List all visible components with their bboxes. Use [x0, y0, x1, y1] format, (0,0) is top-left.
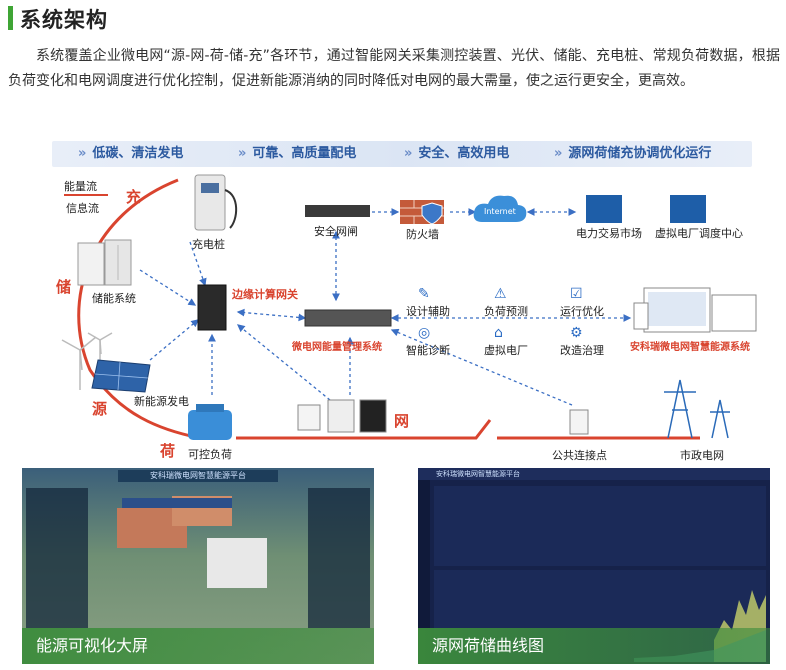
legend-energy-label: 能量流	[64, 180, 97, 193]
internet-label: Internet	[484, 207, 516, 216]
firewall-icon	[400, 200, 444, 225]
vpp-center-icon	[670, 195, 706, 223]
chevron-icon: »	[554, 146, 563, 161]
summary-panel	[434, 486, 766, 566]
platform-label: 安科瑞微电网智慧能源系统	[630, 342, 750, 353]
ring-label-source: 源	[92, 400, 108, 418]
intro-paragraph: 系统覆盖企业微电网“源-网-荷-储-充”各环节，通过智能网关采集测控装置、光伏、…	[8, 48, 780, 89]
info-line	[149, 319, 199, 361]
banner-item: »安全、高效用电	[404, 146, 510, 161]
vpp-center-label: 虚拟电厂调度中心	[655, 227, 743, 240]
load-forecast-icon: ⚠	[494, 286, 507, 302]
right-screen-caption: 源网荷储曲线图	[418, 628, 770, 664]
meters-devices	[297, 399, 387, 433]
legend-info-label: 信息流	[66, 202, 99, 215]
pcc-meter-device	[569, 409, 589, 435]
retrofit-icon: ⚙	[570, 325, 583, 341]
info-line	[236, 308, 307, 322]
edge-gateway-label: 边缘计算网关	[232, 288, 298, 301]
left-screen-caption: 能源可视化大屏	[22, 628, 374, 664]
solar-roof	[122, 498, 232, 508]
title-accent-bar	[8, 6, 13, 30]
run-optimize-icon: ☑	[570, 286, 583, 302]
chevron-icon: »	[78, 146, 87, 161]
curve-screen: 安科瑞微电网智慧能源平台 源网荷储曲线图	[418, 468, 770, 664]
motor-device	[188, 404, 232, 440]
ring-label-load: 荷	[160, 442, 176, 460]
charger-label: 充电桩	[192, 238, 225, 251]
design-assist-icon: ✎	[418, 286, 430, 302]
load-label: 可控负荷	[188, 448, 232, 461]
ring-label-charge: 充	[126, 188, 142, 206]
left-data-panel	[26, 488, 88, 628]
info-line	[189, 241, 207, 287]
info-line	[139, 269, 197, 306]
ems-label: 微电网能量管理系统	[292, 342, 382, 353]
charger-device	[194, 174, 238, 231]
page-title: 系统架构	[20, 8, 108, 32]
function-label: 智能诊断	[406, 344, 450, 357]
function-label: 负荷预测	[484, 305, 528, 318]
banner-item: »可靠、高质量配电	[238, 146, 357, 161]
storage-label: 储能系统	[92, 292, 136, 305]
internet-cloud-icon	[473, 195, 527, 222]
right-data-panel	[308, 488, 370, 628]
banner-item: »源网荷储充协调优化运行	[554, 146, 712, 161]
utility-grid-label: 市政电网	[680, 449, 724, 462]
platform-devices	[633, 287, 757, 333]
pv-label: 新能源发电	[134, 395, 189, 408]
function-label: 改造治理	[560, 344, 604, 357]
security-gateway-label: 安全网闸	[314, 225, 358, 238]
side-nav	[418, 480, 430, 664]
pcc-label: 公共连接点	[552, 449, 607, 462]
power-market-icon	[586, 195, 622, 223]
objectives-banner: »低碳、清洁发电 »可靠、高质量配电 »安全、高效用电 »源网荷储充协调优化运行	[52, 141, 752, 167]
legend-energy-swatch	[64, 194, 108, 196]
info-line	[236, 324, 331, 401]
building-block	[207, 538, 267, 588]
chevron-icon: »	[404, 146, 413, 161]
ring-label-storage: 储	[56, 278, 72, 296]
function-label: 运行优化	[560, 305, 604, 318]
right-screen-title: 安科瑞微电网智慧能源平台	[418, 468, 770, 480]
function-label: 虚拟电厂	[484, 344, 528, 357]
virtual-plant-icon: ⌂	[494, 325, 503, 341]
power-market-label: 电力交易市场	[576, 227, 642, 240]
edge-gateway-device	[197, 284, 227, 331]
function-label: 设计辅助	[406, 305, 450, 318]
energy-visual-screen: 安科瑞微电网智慧能源平台 能源可视化大屏	[22, 468, 374, 664]
energy-flow-arc	[77, 178, 201, 440]
ems-server-device	[304, 309, 392, 327]
transmission-tower-icon	[664, 379, 730, 439]
left-screen-title: 安科瑞微电网智慧能源平台	[118, 470, 278, 482]
ring-label-grid: 网	[394, 412, 410, 430]
banner-item: »低碳、清洁发电	[78, 146, 184, 161]
smart-diagnosis-icon: ◎	[418, 325, 431, 341]
storage-device	[77, 239, 132, 286]
solar-panel-icon	[91, 359, 151, 393]
grid-energy-line	[236, 419, 700, 440]
chevron-icon: »	[238, 146, 247, 161]
info-line	[390, 328, 573, 406]
firewall-label: 防火墙	[406, 228, 439, 241]
security-gateway-device	[305, 205, 370, 217]
